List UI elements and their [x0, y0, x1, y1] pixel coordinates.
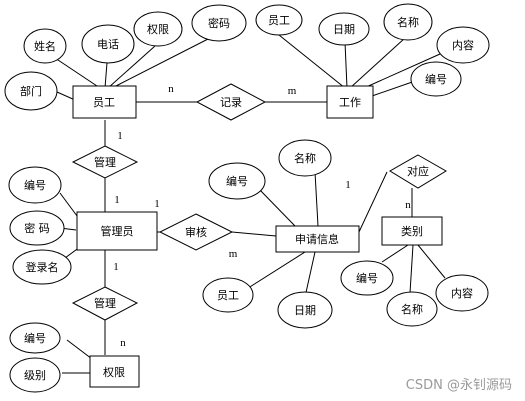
attr-work-employee: 员工	[268, 14, 290, 27]
attr-category-name: 名称	[401, 302, 423, 316]
attr-work-date: 日期	[333, 23, 355, 36]
cardinality-employee-record: n	[168, 83, 174, 95]
entity-employee: 员工	[93, 96, 115, 109]
relationship-manage-permission: 管理	[94, 296, 116, 310]
attr-employee-password: 密码	[208, 16, 230, 30]
relationship-correspond: 对应	[407, 164, 429, 178]
attr-work-content: 内容	[452, 38, 474, 52]
entity-request-info: 申请信息	[295, 232, 339, 246]
attr-employee-name: 姓名	[34, 39, 56, 53]
attr-category-content: 内容	[451, 286, 473, 300]
cardinality-admin-review: 1	[154, 198, 160, 210]
attr-request-id: 编号	[226, 174, 248, 188]
cardinality-manage-admin: 1	[114, 194, 120, 206]
cardinality-employee-manage: 1	[117, 130, 123, 142]
relationship-manage-employee: 管理	[94, 155, 116, 169]
cardinality-request-correspond: 1	[345, 179, 351, 191]
attr-employee-department: 部门	[20, 84, 42, 98]
attr-work-name: 名称	[397, 15, 419, 29]
attr-permission-level: 级别	[24, 369, 46, 382]
attr-admin-password: 密 码	[24, 221, 50, 235]
attr-category-id: 编号	[356, 271, 378, 285]
watermark: CSDN @永钊源码	[406, 378, 512, 393]
attr-permission-id: 编号	[24, 331, 46, 345]
attr-request-employee: 员工	[217, 289, 239, 302]
cardinality-manage2-permission: n	[120, 337, 126, 349]
attr-employee-phone: 电话	[97, 38, 119, 51]
relationship-record: 记录	[220, 96, 242, 109]
attr-work-id: 编号	[425, 72, 447, 86]
entity-admin: 管理员	[101, 224, 134, 238]
attr-employee-permission: 权限	[147, 23, 169, 36]
entity-work: 工作	[339, 96, 361, 109]
cardinality-record-work: m	[288, 85, 297, 97]
entity-permission: 权限	[103, 366, 125, 379]
cardinality-correspond-category: n	[405, 199, 411, 211]
attr-admin-login: 登录名	[26, 260, 59, 274]
cardinality-review-request: m	[229, 248, 238, 260]
cardinality-admin-manage2: 1	[113, 261, 119, 273]
relationship-review: 审核	[185, 225, 207, 239]
attr-request-name: 名称	[294, 151, 316, 165]
attr-admin-id: 编号	[24, 178, 46, 192]
entity-category: 类别	[401, 224, 423, 238]
attr-request-date: 日期	[294, 304, 316, 317]
